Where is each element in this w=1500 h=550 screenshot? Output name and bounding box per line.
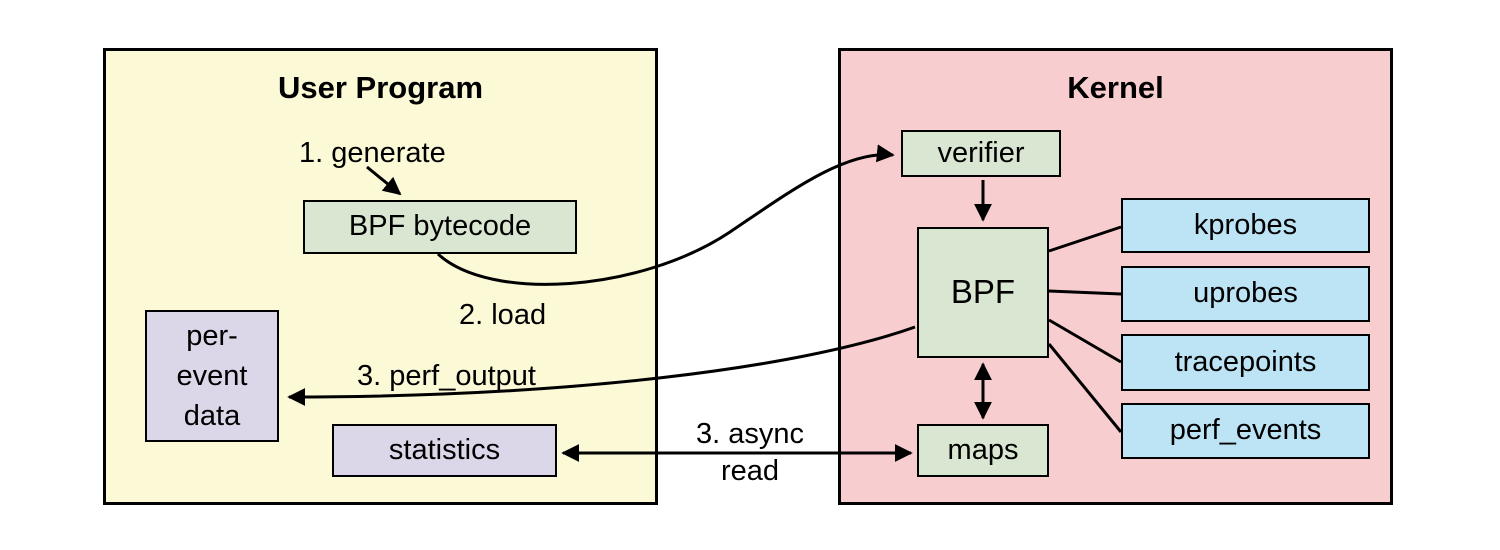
step3-async-read-label: 3. async read: [670, 416, 830, 490]
bpf-box: BPF: [917, 227, 1049, 358]
per-event-data-line: event: [176, 360, 248, 392]
maps-box: maps: [917, 424, 1049, 477]
step2-load-label: 2. load: [459, 299, 547, 331]
async-read-label-line1: 3. async: [696, 418, 804, 450]
perf-events-box: perf_events: [1121, 403, 1370, 459]
bpf-bytecode-box: BPF bytecode: [303, 200, 577, 254]
per-event-data-line: data: [183, 400, 241, 432]
tracepoints-box: tracepoints: [1121, 334, 1370, 391]
statistics-box: statistics: [332, 424, 557, 477]
user-program-title: User Program: [277, 70, 484, 105]
uprobes-box: uprobes: [1121, 266, 1370, 322]
per-event-data-line: per-: [186, 320, 238, 352]
step1-generate-label: 1. generate: [299, 137, 446, 169]
verifier-box: verifier: [901, 130, 1061, 177]
async-read-label-line2: read: [720, 455, 780, 487]
per-event-data-box: per- event data: [145, 310, 279, 442]
kprobes-box: kprobes: [1121, 198, 1370, 253]
kernel-title: Kernel: [1067, 70, 1164, 105]
step3-perf-output-label: 3. perf_output: [357, 360, 536, 392]
